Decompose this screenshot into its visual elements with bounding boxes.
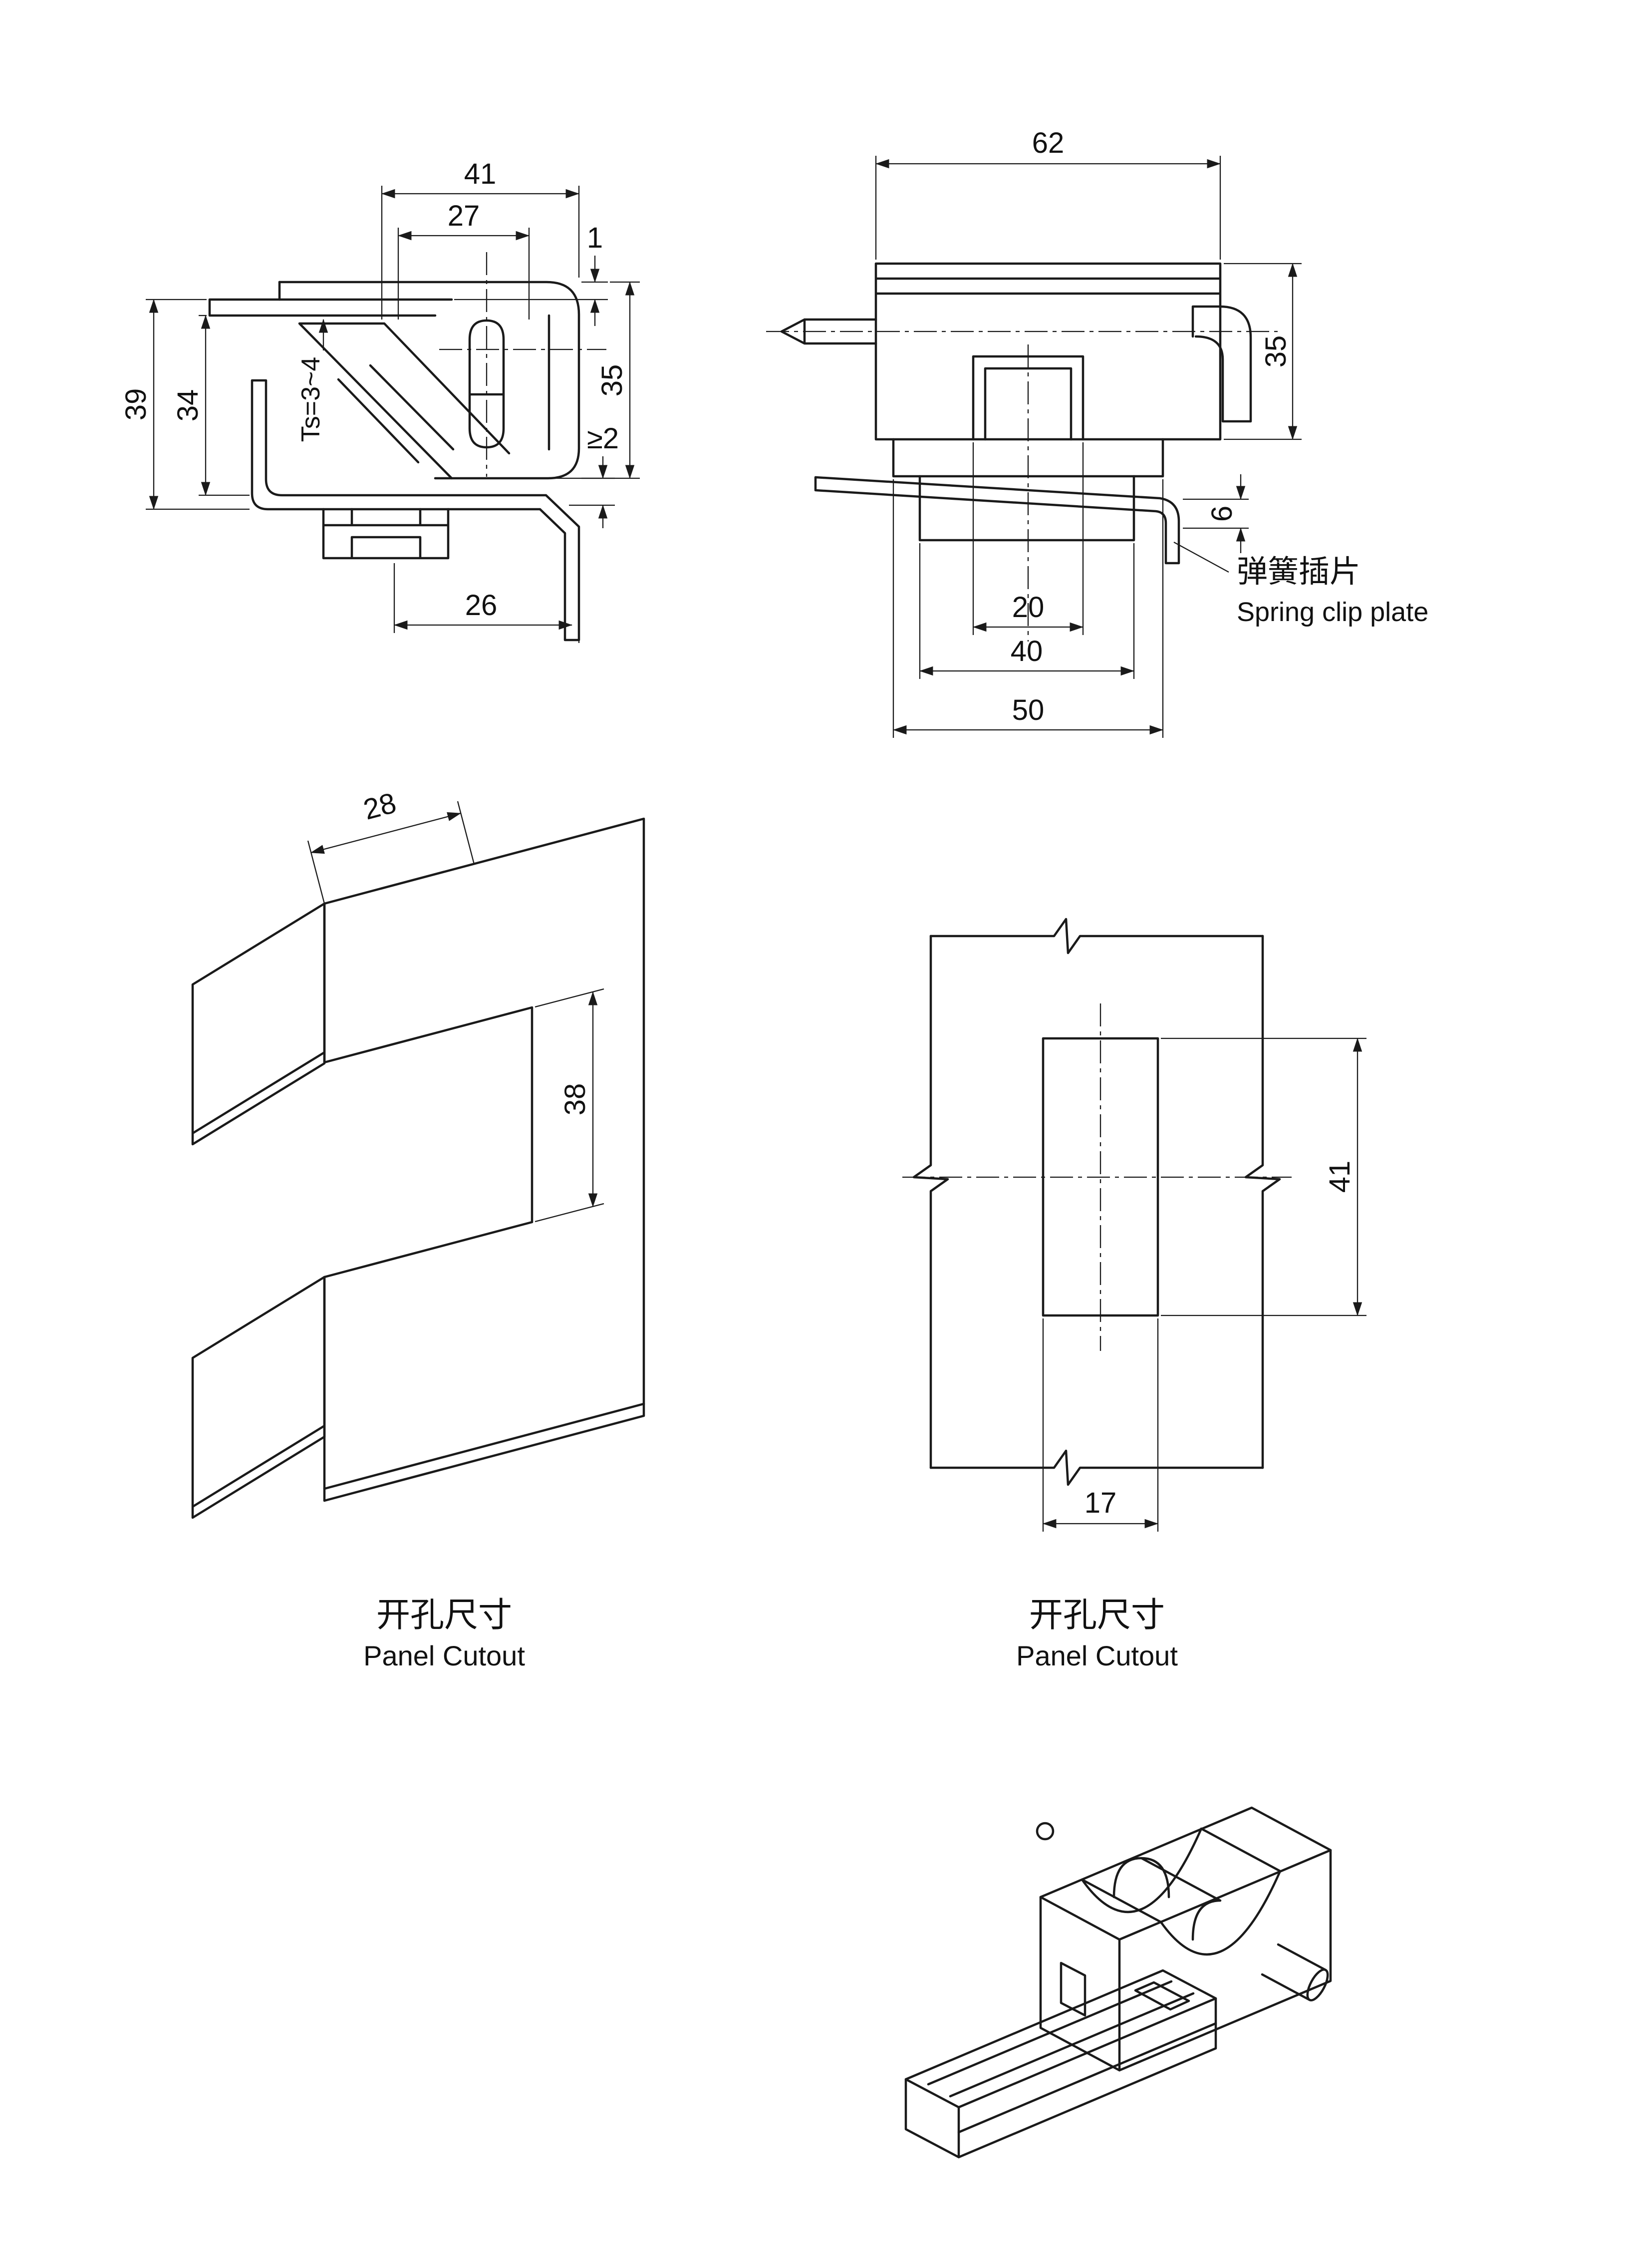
front-pin xyxy=(780,318,877,345)
spring-clip-label-cn: 弹簧插片 xyxy=(1237,555,1360,589)
left-stud xyxy=(1036,1822,1055,1841)
dim-label-41: 41 xyxy=(1324,1161,1356,1193)
caption-cn: 开孔尺寸 xyxy=(376,1596,512,1634)
dim-label-1: 1 xyxy=(587,222,603,254)
panel-bottom-edge xyxy=(929,1449,1264,1486)
cutout-iso-view: 28 38 开孔尺寸 Panel Cutout xyxy=(191,786,645,1671)
cutout-flat-geometry xyxy=(912,918,1281,1486)
panel-right-edge xyxy=(1244,935,1281,1469)
ext-line xyxy=(551,477,615,506)
saddle-front-arc xyxy=(1081,1827,1203,1914)
side-wedge xyxy=(298,322,511,480)
cutout-flat-dimensions xyxy=(1042,1037,1366,1532)
dim-label-6: 6 xyxy=(1206,506,1238,522)
block-inner-edges xyxy=(1039,1849,1332,2072)
ext-line xyxy=(892,479,1164,738)
iso-top-flap xyxy=(191,902,326,1146)
front-spring-clip xyxy=(814,476,1180,565)
block-silhouette xyxy=(1039,1806,1332,2072)
right-pin-cylinder xyxy=(1261,1943,1327,2001)
cutout-flat-centerlines xyxy=(902,1003,1292,1351)
cutout-iso-dimensions xyxy=(307,801,604,1223)
caption-en: Panel Cutout xyxy=(1016,1640,1178,1671)
caption-cn: 开孔尺寸 xyxy=(1029,1596,1165,1634)
side-wedge-hatch xyxy=(337,364,455,464)
front-dimensions xyxy=(875,156,1302,738)
ext-line xyxy=(1161,1037,1366,1316)
saddle-side-edges xyxy=(1081,1827,1282,1924)
right-pin-end xyxy=(1306,1968,1329,2001)
ext-line xyxy=(1042,1318,1159,1532)
cutout-iso-labels: 28 38 开孔尺寸 Panel Cutout xyxy=(360,786,591,1671)
side-centerlines xyxy=(439,252,606,477)
caption-en: Panel Cutout xyxy=(363,1640,525,1671)
dim-label-40: 40 xyxy=(1011,635,1043,667)
panel-left-edge xyxy=(912,935,949,1469)
front-dimension-labels: 62 35 6 20 40 50 弹簧插片 Spring clip plate xyxy=(1011,127,1428,726)
side-mounting-arm xyxy=(208,298,453,317)
ext-line xyxy=(454,281,608,301)
dim-label-62: 62 xyxy=(1032,127,1065,159)
cutout-flat-view: 41 17 开孔尺寸 Panel Cutout xyxy=(902,918,1366,1671)
ext-line xyxy=(381,186,580,320)
dim-line-28 xyxy=(310,812,462,854)
iso-3d-geometry xyxy=(904,1806,1332,2159)
side-view: 41 27 1 35 39 34 Ts=3~4 ≥2 26 xyxy=(120,158,640,643)
ext-line xyxy=(919,543,1135,679)
front-view: 62 35 6 20 40 50 弹簧插片 Spring clip plate xyxy=(766,127,1428,738)
cutout-flat-labels: 41 17 开孔尺寸 Panel Cutout xyxy=(1016,1161,1356,1671)
dim-label-50: 50 xyxy=(1012,694,1045,726)
side-dimension-labels: 41 27 1 35 39 34 Ts=3~4 ≥2 26 xyxy=(120,158,628,622)
dim-label-35: 35 xyxy=(1260,335,1292,368)
panel-top-edge xyxy=(929,918,1264,955)
rail-end-notch xyxy=(1134,1981,1190,2011)
front-hook xyxy=(1191,305,1252,423)
side-dimensions xyxy=(146,186,640,643)
rail-silhouette xyxy=(904,1969,1217,2159)
iso-panel-thickness xyxy=(323,1402,645,1490)
cutout-iso-geometry xyxy=(191,817,645,1519)
dim-label-26: 26 xyxy=(465,589,498,622)
spring-clip-label-en: Spring clip plate xyxy=(1237,597,1428,627)
callout-leader xyxy=(1173,541,1229,573)
iso-bottom-flap xyxy=(191,1276,326,1519)
dim-label-20: 20 xyxy=(1012,591,1045,624)
cutout-rectangle xyxy=(1042,1037,1159,1317)
ext-line xyxy=(875,156,1221,260)
side-body-outline xyxy=(278,281,580,480)
front-centerlines xyxy=(766,330,1278,642)
dim-label-ts: Ts=3~4 xyxy=(296,357,325,442)
side-spring-clip xyxy=(251,379,580,642)
front-slot-hole xyxy=(1060,1961,1087,2017)
rail-groove xyxy=(927,1980,1217,2134)
dim-label-17: 17 xyxy=(1085,1487,1117,1519)
dim-label-28: 28 xyxy=(360,786,400,826)
side-bottom-bracket xyxy=(322,508,450,560)
front-part-geometry xyxy=(780,262,1252,565)
rail-inner-edges xyxy=(904,1997,1217,2159)
dim-label-27: 27 xyxy=(448,200,480,232)
iso-panel-with-notch xyxy=(323,817,645,1502)
ext-line xyxy=(199,315,250,496)
front-lower-box xyxy=(918,475,1135,542)
ext-line xyxy=(972,442,1084,635)
dim-label-39: 39 xyxy=(120,388,152,421)
dim-label-41: 41 xyxy=(464,158,497,190)
keeper-bar xyxy=(1112,1857,1222,1941)
dim-label-35: 35 xyxy=(596,364,628,397)
dim-label-ge2: ≥2 xyxy=(587,422,619,455)
dim-label-38: 38 xyxy=(559,1083,591,1116)
iso-3d-view xyxy=(904,1806,1332,2159)
front-body xyxy=(874,262,1222,441)
dim-label-34: 34 xyxy=(172,389,204,422)
saddle-back-arc xyxy=(1159,1870,1282,1956)
